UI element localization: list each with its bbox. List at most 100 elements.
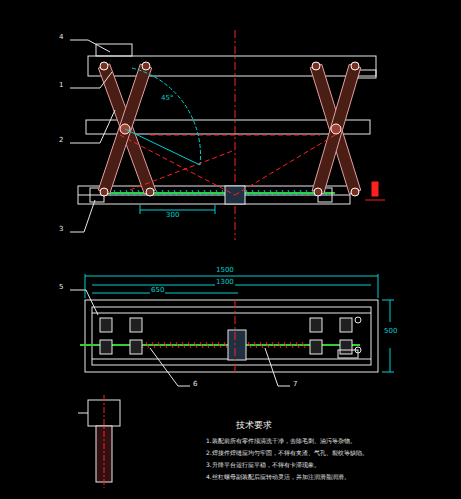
screw-thread xyxy=(254,342,257,348)
screw-thread xyxy=(248,342,251,348)
swing-arc xyxy=(132,68,201,165)
screw-thread xyxy=(288,190,291,196)
leader-line xyxy=(70,232,84,233)
screw-thread xyxy=(218,342,221,348)
leader-line xyxy=(70,290,86,291)
pin-joint xyxy=(314,188,322,196)
plan-nut-block xyxy=(228,330,246,360)
leader-line xyxy=(100,110,115,143)
screw-thread xyxy=(176,342,179,348)
dimension-text: 1300 xyxy=(215,279,235,287)
pin-joint xyxy=(100,188,108,196)
note-text: 1.装配前所有零件须清洗干净，去除毛刺、油污等杂物。 xyxy=(205,438,357,445)
scissor-arm xyxy=(312,64,361,193)
screw-thread xyxy=(282,190,285,196)
dimension-line xyxy=(390,300,391,322)
extension-line xyxy=(215,205,216,214)
phantom-arm xyxy=(120,135,235,195)
screw-thread xyxy=(152,342,155,348)
screw-thread xyxy=(162,190,165,196)
screw-thread xyxy=(120,190,123,196)
screw-thread xyxy=(204,190,207,196)
screw-thread xyxy=(170,342,173,348)
screw-thread xyxy=(216,190,219,196)
top-block xyxy=(96,44,132,56)
bolt-hole xyxy=(355,317,361,323)
note-text: 3.升降平台运行应平稳，不得有卡滞现象。 xyxy=(205,462,321,469)
screw-thread xyxy=(180,190,183,196)
roller-bracket xyxy=(310,340,322,354)
screw-thread xyxy=(146,342,149,348)
leader-line xyxy=(70,40,88,41)
dimension-text: 500 xyxy=(383,328,398,336)
callout-number: 3 xyxy=(58,226,64,234)
pin-joint xyxy=(351,62,359,70)
screw-thread xyxy=(270,190,273,196)
leader-line xyxy=(100,72,112,88)
scissor-arm xyxy=(98,64,155,194)
screw-thread xyxy=(174,190,177,196)
roller-bracket xyxy=(340,340,352,354)
screw-thread xyxy=(132,190,135,196)
roller-bracket xyxy=(130,318,142,332)
dimension-text: 300 xyxy=(165,212,180,220)
base-frame xyxy=(78,186,350,204)
callout-number: 7 xyxy=(292,381,298,389)
dimension-line xyxy=(140,210,215,211)
pin-joint xyxy=(142,62,150,70)
screw-thread xyxy=(210,190,213,196)
notes-heading: 技术要求 xyxy=(235,421,273,431)
callout-number: 1 xyxy=(58,82,64,90)
screw-thread xyxy=(224,342,227,348)
center-line xyxy=(235,300,236,372)
screw-thread xyxy=(252,190,255,196)
screw-thread xyxy=(246,190,249,196)
screw-thread xyxy=(206,342,209,348)
detail-line xyxy=(78,413,88,414)
screw-thread xyxy=(164,342,167,348)
screw-thread xyxy=(290,342,293,348)
screw-thread xyxy=(264,190,267,196)
screw-thread xyxy=(306,190,309,196)
bolt-hole xyxy=(355,347,361,353)
roller-bracket xyxy=(100,318,112,332)
plan-inner-frame xyxy=(92,307,371,365)
screw-thread xyxy=(260,342,263,348)
screw-thread xyxy=(284,342,287,348)
phantom-arm xyxy=(130,150,235,190)
screw-thread xyxy=(200,342,203,348)
screw-thread xyxy=(198,190,201,196)
dimension-text: 650 xyxy=(150,287,165,295)
screw-thread xyxy=(272,342,275,348)
screw-thread xyxy=(294,190,297,196)
roller-bracket xyxy=(340,318,352,332)
dimension-text: 45° xyxy=(160,95,174,103)
pin-joint xyxy=(351,188,359,196)
pin-joint xyxy=(146,188,154,196)
screw-thread xyxy=(114,190,117,196)
note-text: 4.丝杠螺母副装配后应转动灵活，并加注润滑脂润滑。 xyxy=(205,474,351,481)
scissor-arm xyxy=(310,64,360,194)
extension-line xyxy=(382,300,394,301)
screw-thread xyxy=(156,190,159,196)
pin-joint xyxy=(100,62,108,70)
section-line xyxy=(365,200,385,201)
roller-bracket xyxy=(100,340,112,354)
screw-thread xyxy=(188,342,191,348)
extension-line xyxy=(140,205,141,214)
screw-thread xyxy=(212,342,215,348)
dimension-text: 1500 xyxy=(215,267,235,275)
screw-thread xyxy=(300,190,303,196)
phantom-arm xyxy=(235,135,335,195)
screw-thread xyxy=(168,190,171,196)
screw-thread xyxy=(296,342,299,348)
screw-thread xyxy=(182,342,185,348)
leader-line xyxy=(84,200,95,232)
leader-line xyxy=(278,386,290,387)
phantom-line xyxy=(150,135,320,136)
callout-number: 2 xyxy=(58,137,64,145)
callout-number: 6 xyxy=(192,381,198,389)
roller-bracket xyxy=(310,318,322,332)
callout-number: 4 xyxy=(58,34,64,42)
